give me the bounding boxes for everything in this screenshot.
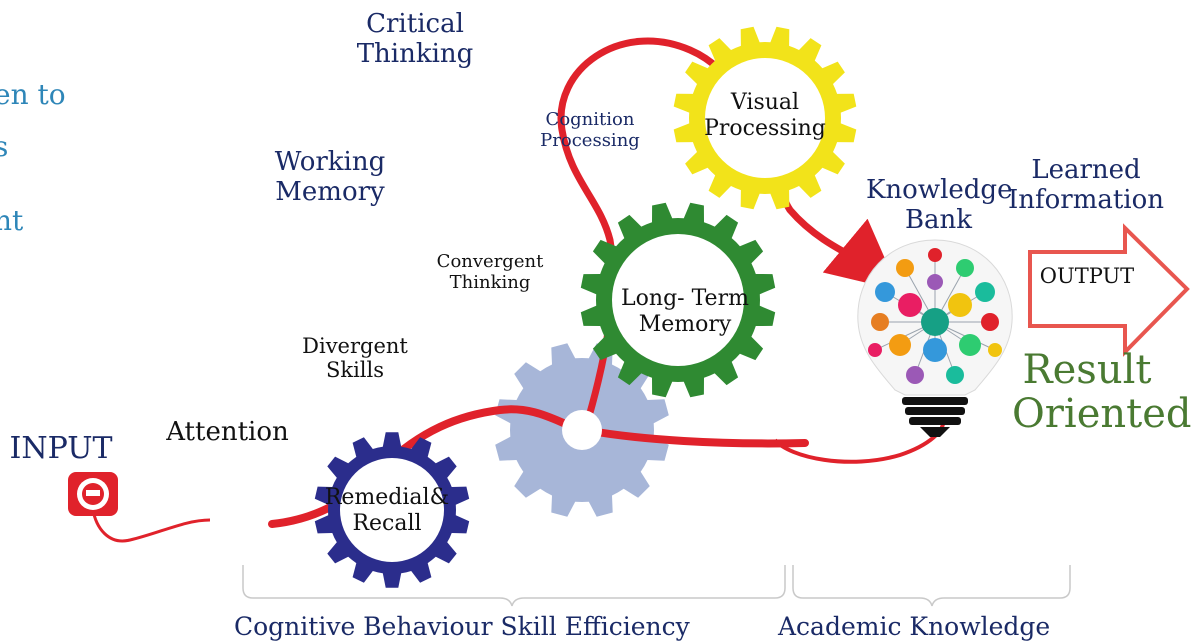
grey-gear-hub bbox=[562, 410, 602, 450]
bulb-concept-icon bbox=[906, 366, 924, 384]
yellow-gear-icon bbox=[673, 26, 857, 210]
blue-gear-icon bbox=[314, 432, 470, 588]
bulb-concept-icon bbox=[868, 343, 882, 357]
bulb-concept-icon bbox=[921, 308, 949, 336]
bulb-concept-icon bbox=[896, 259, 914, 277]
gear-blue-center bbox=[340, 458, 444, 562]
remedial-recall-label: Remedial&Recall bbox=[324, 485, 450, 537]
bulb-concept-icon bbox=[875, 282, 895, 302]
bulb-concept-icon bbox=[889, 334, 911, 356]
output-arrow-icon bbox=[1028, 223, 1190, 357]
output-label: OUTPUT bbox=[1039, 264, 1135, 288]
gear-green-center bbox=[612, 234, 744, 366]
bulb-concept-icon bbox=[948, 293, 972, 317]
input-label: INPUT bbox=[9, 431, 113, 466]
bulb-concept-icon bbox=[988, 343, 1002, 357]
brace-academic bbox=[792, 565, 1071, 607]
side-fragment-1: en to bbox=[0, 78, 66, 111]
bulb-concept-icon bbox=[927, 274, 943, 290]
bulb-concept-icon bbox=[956, 259, 974, 277]
power-plug-icon bbox=[68, 472, 118, 516]
attention-label: Attention bbox=[166, 417, 289, 447]
gear-yellow-center bbox=[705, 58, 825, 178]
brace-cognitive bbox=[242, 565, 786, 607]
bulb-concept-icon bbox=[871, 313, 889, 331]
side-fragment-2: s bbox=[0, 130, 9, 163]
bulb-concept-icon bbox=[981, 313, 999, 331]
light-bulb-icon bbox=[857, 239, 1013, 437]
bulb-concept-icon bbox=[898, 293, 922, 317]
bulb-concept-icon bbox=[946, 366, 964, 384]
side-fragment-3: nt bbox=[0, 204, 24, 237]
bulb-concept-icon bbox=[923, 338, 947, 362]
bulb-concept-icon bbox=[959, 334, 981, 356]
bulb-concept-icon bbox=[928, 248, 942, 262]
green-gear-icon bbox=[580, 202, 776, 398]
academic-knowledge-label: Academic Knowledge bbox=[778, 612, 1051, 641]
cognitive-behaviour-label: Cognitive Behaviour Skill Efficiency bbox=[234, 612, 690, 641]
bulb-concept-icon bbox=[975, 282, 995, 302]
plug-cord bbox=[90, 503, 211, 543]
